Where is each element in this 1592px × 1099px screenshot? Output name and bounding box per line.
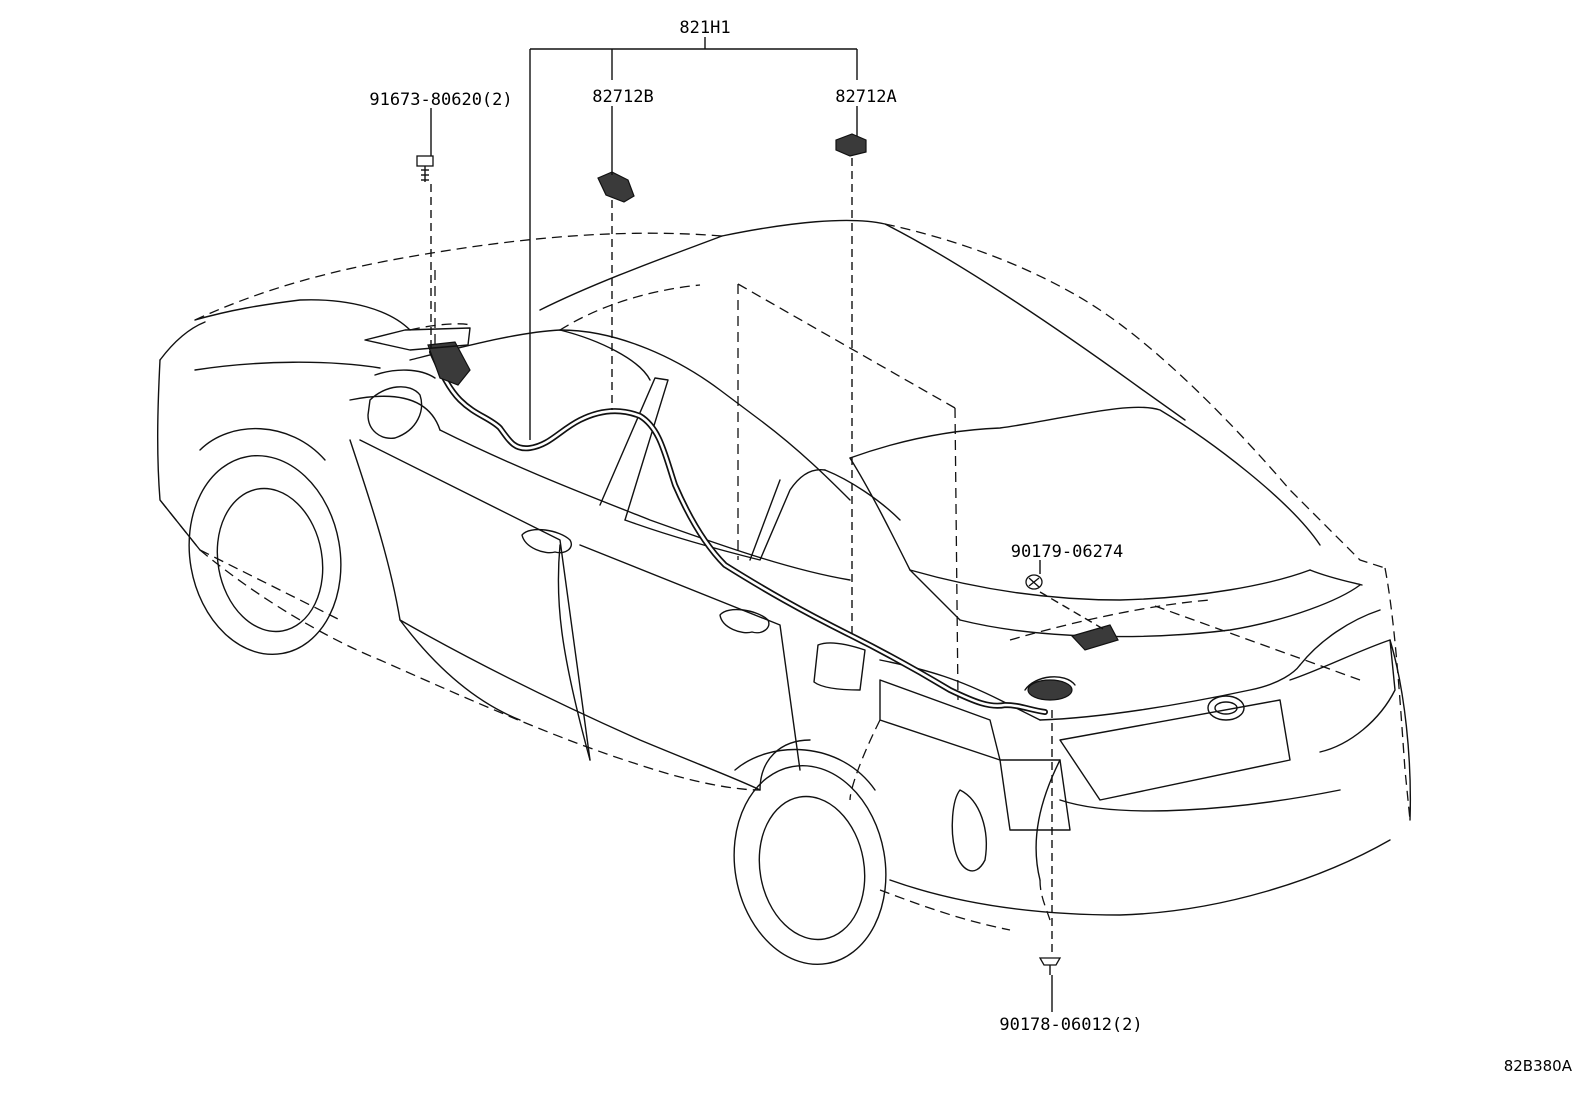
leader-lines bbox=[430, 37, 1106, 1012]
label-82712a: 82712A bbox=[835, 87, 896, 107]
label-grommet-clip: 90178-06012(2) bbox=[999, 1015, 1142, 1035]
clip-part bbox=[1025, 574, 1043, 590]
car-hidden-lines bbox=[159, 223, 1411, 931]
grommet-clip-part bbox=[1038, 957, 1062, 975]
screw-part bbox=[416, 155, 434, 182]
car-body-outline bbox=[156, 219, 1412, 966]
label-821h1: 821H1 bbox=[679, 18, 730, 38]
wire-harness bbox=[364, 327, 1119, 715]
label-clip: 90179-06274 bbox=[1011, 542, 1124, 562]
label-screw: 91673-80620(2) bbox=[369, 90, 512, 110]
drawing-reference-number: 82B380A bbox=[1504, 1057, 1573, 1075]
connector-82712a-part bbox=[835, 133, 867, 157]
connector-82712b-part bbox=[597, 171, 635, 203]
label-82712b: 82712B bbox=[592, 87, 653, 107]
